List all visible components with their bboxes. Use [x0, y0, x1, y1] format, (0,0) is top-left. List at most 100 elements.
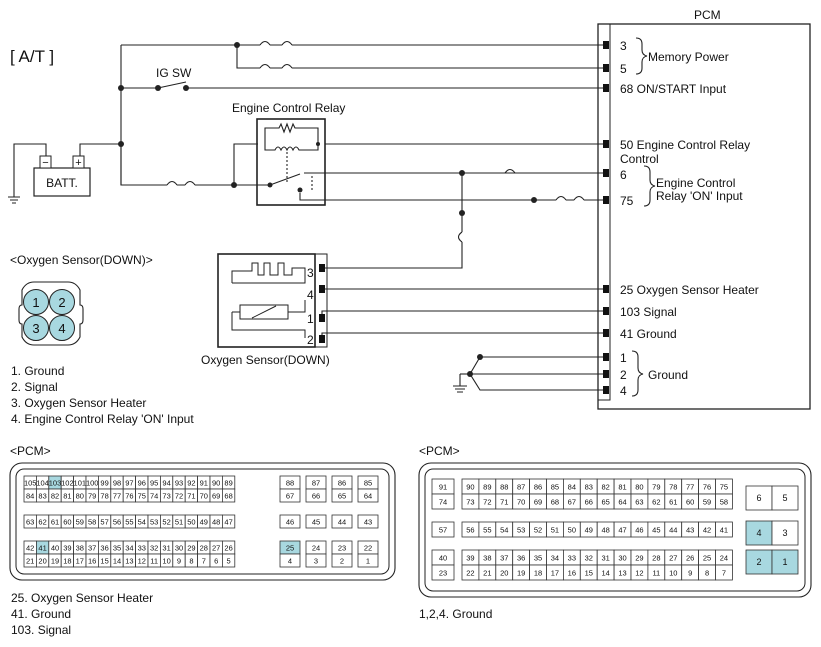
pcm-left-pin-63: 63 [23, 514, 37, 529]
pcm-left-pin-94: 94 [159, 475, 174, 490]
pcm-left-pin-24: 24 [305, 540, 327, 555]
pcm-left-pin-76-label: 76 [125, 492, 133, 501]
pcm-left-pin-89-label: 89 [224, 479, 232, 488]
pcm-right-pin-89-label: 89 [483, 483, 491, 492]
pcm-left-pin-101-label: 101 [74, 479, 87, 488]
pcm-left-pin-50-label: 50 [187, 518, 195, 527]
pcm-left-pin-36-label: 36 [100, 544, 108, 553]
pcm-left-pin-8: 8 [184, 553, 198, 568]
pcm-right-pin-15-label: 15 [585, 569, 593, 578]
pcm-left-pin-82: 82 [48, 488, 62, 503]
pcm-right-pin-34-label: 34 [551, 554, 559, 563]
pcm-right-pin-22-label: 22 [466, 569, 474, 578]
pcm-left-pin-46: 46 [279, 514, 301, 529]
pcm-pin-6: 6 [620, 168, 627, 182]
pcm-pin-5: 5 [620, 62, 627, 76]
pcm-right-pin-84: 84 [563, 478, 581, 495]
pcm-right-pin-90-label: 90 [466, 483, 474, 492]
pcm-left-pin-105: 105 [23, 475, 37, 490]
pcm-left-pin-2: 2 [331, 553, 353, 568]
pcm-right-pin-13-label: 13 [618, 569, 626, 578]
pcm-left-pin-28: 28 [197, 540, 211, 555]
pcm-left-pin-75: 75 [135, 488, 149, 503]
pcm-right-pin-29-label: 29 [635, 554, 643, 563]
pcm-right-pin-47: 47 [613, 521, 632, 538]
pcm-left-pin-92-label: 92 [187, 479, 195, 488]
pcm-left-pin-82-label: 82 [51, 492, 59, 501]
pcm-left-pin-38-label: 38 [76, 544, 84, 553]
pcm-right-pin-23-label: 23 [439, 569, 447, 578]
pcm-left-pin-53-label: 53 [150, 518, 158, 527]
pcm-connector-right-inner [424, 468, 806, 592]
pcm-right-pin-66-label: 66 [585, 498, 593, 507]
pcm-left-pin-73: 73 [159, 488, 174, 503]
pcm-right-pin-26-label: 26 [686, 554, 694, 563]
pcm-right-pin-32-label: 32 [585, 554, 593, 563]
pcm-right-pin-27: 27 [664, 549, 683, 566]
pcm-left-pin-61: 61 [48, 514, 62, 529]
pcm-left-pin-62-label: 62 [38, 518, 46, 527]
pcm-left-pin-18: 18 [60, 553, 75, 568]
pcm-right-pin-16-label: 16 [568, 569, 576, 578]
pcm-left-pin-55-label: 55 [125, 518, 133, 527]
pcm-right-pin-4-label: 4 [756, 528, 761, 538]
pcm-right-pin-11-label: 11 [652, 569, 660, 578]
pcm-left-pin-54-label: 54 [138, 518, 146, 527]
pcm-right-pin-58-label: 58 [720, 498, 728, 507]
pcm-left-pin-93-label: 93 [175, 479, 183, 488]
pcm-right-pin-52-label: 52 [534, 526, 542, 535]
oxygen-sensor [217, 253, 328, 348]
pcm-right-pin-86: 86 [529, 478, 547, 495]
pcm-left-pin-60: 60 [60, 514, 75, 529]
pcm-left-pin-96-label: 96 [138, 479, 146, 488]
ig-sw-label: IG SW [156, 66, 192, 80]
pcm-left-pin-6-label: 6 [214, 557, 218, 566]
pcm-left-pin-74: 74 [147, 488, 161, 503]
pcm-right-pin-48: 48 [596, 521, 615, 538]
pcm-right-pin-10: 10 [664, 564, 683, 581]
pcm-right-pin-29: 29 [630, 549, 649, 566]
pcm-right-pin-55-label: 55 [483, 526, 491, 535]
pcm-left-pin-60-label: 60 [63, 518, 71, 527]
pcm-right-pin-42: 42 [698, 521, 716, 538]
pcm-left-pin-69: 69 [209, 488, 223, 503]
pcm-left-pin-26-label: 26 [224, 544, 232, 553]
battery-label: BATT. [46, 176, 78, 190]
pcm-left-pin-92: 92 [184, 475, 198, 490]
pcm-left-pin-20-label: 20 [38, 557, 46, 566]
pcm-right-pin-39-label: 39 [466, 554, 474, 563]
pcm-left-pin-29-label: 29 [187, 544, 195, 553]
pcm-left-pin-21-label: 21 [26, 557, 34, 566]
pcm-left-pin-71: 71 [184, 488, 198, 503]
sensor-pin-1: 1 [307, 312, 314, 326]
splice-dot [531, 197, 537, 203]
pcm-right-pin-69-label: 69 [534, 498, 542, 507]
pcm-right-pin-76: 76 [698, 478, 716, 495]
pcm-right-pin-61: 61 [664, 493, 683, 510]
pcm-right-pin-27-label: 27 [669, 554, 677, 563]
pcm-right-pin-85-label: 85 [551, 483, 559, 492]
pcm-left-pin-17-label: 17 [76, 557, 84, 566]
pcm-right-pin-42-label: 42 [703, 526, 711, 535]
pcm-right-pin-85: 85 [546, 478, 564, 495]
pcm-left-pin-102-label: 102 [61, 479, 74, 488]
pcm-right-pin-28: 28 [647, 549, 666, 566]
pcm-left-pin-90-label: 90 [212, 479, 220, 488]
pcm-right-pin-17-label: 17 [551, 569, 559, 578]
pcm-left-pin-44-label: 44 [338, 518, 346, 527]
pcm-left-pin-77: 77 [110, 488, 124, 503]
pcm-right-pin-39: 39 [461, 549, 480, 566]
sensor-pin-2: 2 [307, 333, 314, 347]
pcm-right-pin-78: 78 [664, 478, 683, 495]
pcm-left-pin-40-label: 40 [51, 544, 59, 553]
pcm-right-pin-72-label: 72 [483, 498, 491, 507]
pcm-right-pin-56-label: 56 [466, 526, 474, 535]
pcm-left-pin-4: 4 [279, 553, 301, 568]
pcm-left-pin-10-label: 10 [162, 557, 170, 566]
pcm-left-pin-46-label: 46 [286, 518, 294, 527]
pcm-left-pin-43: 43 [357, 514, 379, 529]
pcm-left-pin-100: 100 [85, 475, 99, 490]
pcm-left-pin-8-label: 8 [189, 557, 193, 566]
pcm-left-pin-21: 21 [23, 553, 37, 568]
